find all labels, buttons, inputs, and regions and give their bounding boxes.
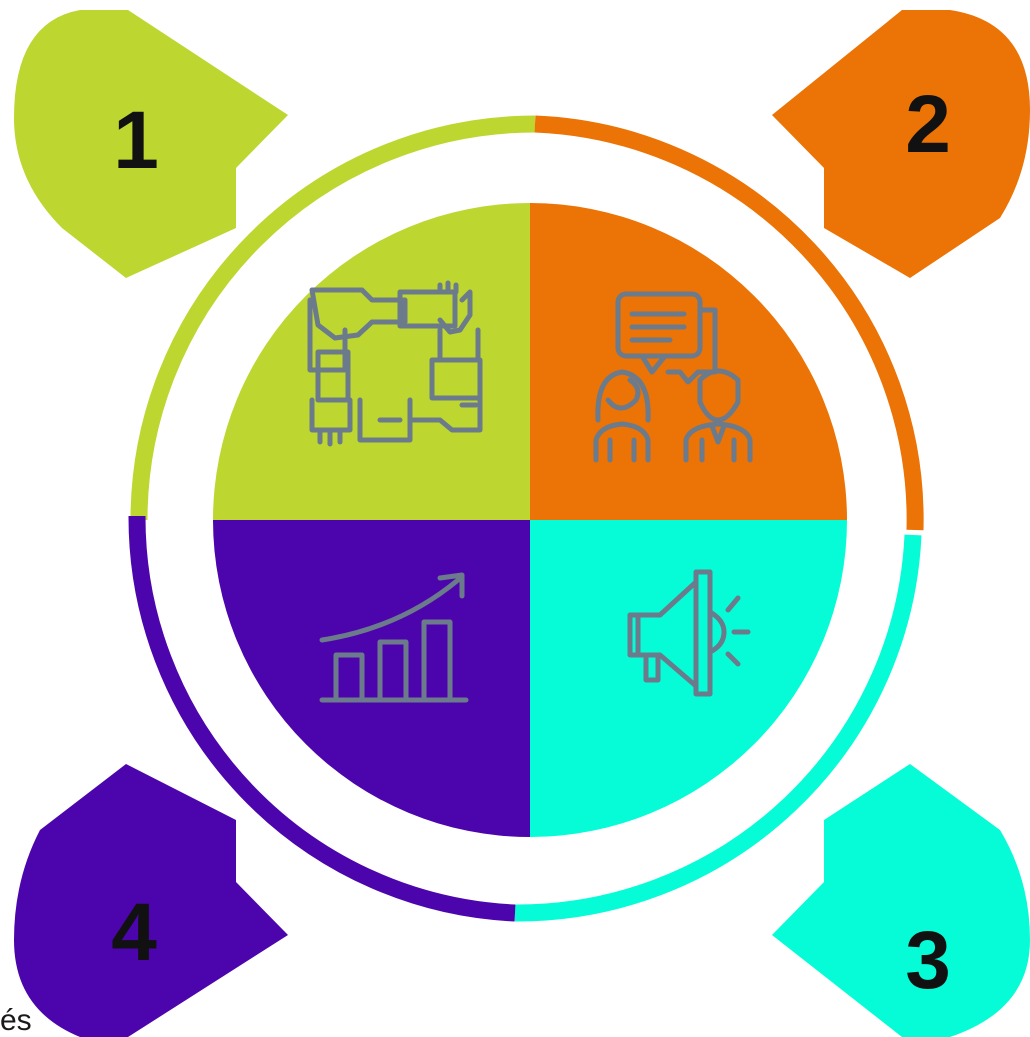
badge-2-number: 2 <box>905 79 951 170</box>
badge-4-shape <box>14 764 288 1037</box>
badge-4-number: 4 <box>111 887 157 978</box>
badge-3-number: 3 <box>905 915 951 1006</box>
ring-arc-2 <box>534 115 924 531</box>
pie-quadrant-1 <box>213 203 530 520</box>
megaphone-icon <box>627 569 751 697</box>
pie-quadrant-4 <box>213 520 530 837</box>
badge-2: 2 <box>772 10 1030 278</box>
badge-3-shape <box>772 764 1030 1037</box>
teamwork-hands-icon <box>307 280 483 447</box>
badge-3: 3 <box>772 764 1030 1037</box>
people-conversation-icon <box>593 291 753 463</box>
ring-arc-3 <box>514 534 922 922</box>
growth-chart-icon <box>319 572 469 703</box>
pie-chart <box>213 203 847 837</box>
ring-arc-4 <box>128 515 516 922</box>
badge-1: 1 <box>14 10 288 278</box>
stray-text: és <box>0 1004 32 1037</box>
badge-4: 4 <box>14 764 288 1037</box>
badge-1-number: 1 <box>113 95 159 186</box>
ring-arc-1 <box>130 115 536 521</box>
badge-2-shape <box>772 10 1030 278</box>
outer-ring <box>128 115 924 922</box>
badge-1-shape <box>14 10 288 278</box>
